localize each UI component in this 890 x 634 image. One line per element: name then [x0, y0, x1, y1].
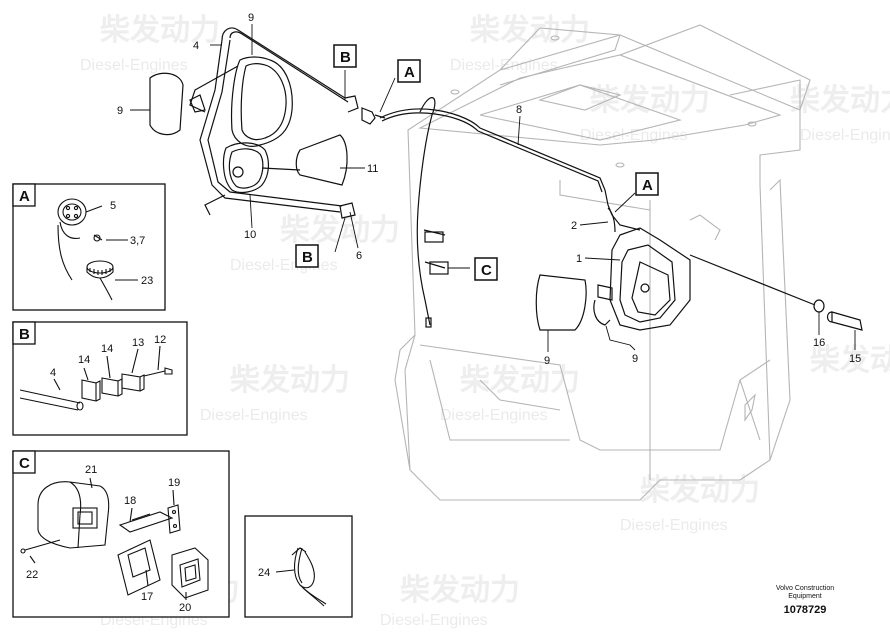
watermark-cn: 柴发动力	[230, 364, 350, 397]
leader-lines	[130, 24, 856, 352]
inset-c-drawing	[20, 477, 209, 600]
inset-b-label-14b: 14	[101, 343, 113, 355]
section-ref-a-top: A	[397, 59, 421, 83]
inset-a-label-5: 5	[110, 200, 116, 212]
callout-9-top: 9	[248, 12, 254, 24]
left-mirror-assembly	[149, 27, 359, 219]
wire-harness-8	[379, 97, 641, 328]
callout-2: 2	[571, 220, 577, 232]
inset-c-label-20: 20	[179, 602, 191, 614]
callout-11: 11	[367, 163, 378, 175]
watermark-10: 柴发动力 Diesel-Engines	[790, 84, 890, 144]
watermark-7: 柴发动力 Diesel-Engines	[620, 474, 760, 534]
watermark-cn: 柴发动力	[790, 84, 890, 117]
inset-a-letter: A	[19, 188, 30, 205]
callout-8: 8	[516, 104, 522, 116]
watermark-cn: 柴发动力	[280, 214, 400, 247]
inset-a-label-3-7: 3,7	[130, 235, 145, 247]
watermark-2: 柴发动力 Diesel-Engines	[80, 14, 220, 74]
watermark-1: 柴发动力 Diesel-Engines	[450, 14, 590, 74]
watermark-en: Diesel-Engines	[200, 407, 308, 424]
footer-company: Volvo Construction Equipment	[775, 585, 835, 600]
watermark-5: 柴发动力 Diesel-Engines	[440, 364, 580, 424]
inset-c: C 21 19 18 22 17	[12, 450, 230, 618]
watermark-cn: 柴发动力	[810, 344, 890, 377]
inset-b-letter: B	[19, 326, 30, 343]
inset-a-drawing	[57, 198, 138, 301]
callout-10: 10	[244, 229, 256, 241]
section-ref-b-low: B	[295, 244, 319, 268]
inset-b-drawing	[19, 345, 173, 411]
inset-c-label-22: 22	[26, 569, 38, 581]
watermark-en: Diesel-Engines	[620, 517, 728, 534]
watermark-11: 柴发动力	[810, 344, 890, 377]
inset-c-label-17: 17	[141, 591, 153, 603]
cab-outline	[394, 24, 811, 501]
inset-b-label-13: 13	[132, 337, 144, 349]
callout-6: 6	[356, 250, 362, 262]
callout-9-right: 9	[632, 353, 638, 365]
inset-b-label-14a: 14	[78, 354, 90, 366]
watermark-3: 柴发动力 Diesel-Engines	[580, 84, 710, 144]
watermark-cn: 柴发动力	[460, 364, 580, 397]
inset-b-label-12: 12	[154, 334, 166, 346]
inset-c-label-18: 18	[124, 495, 136, 507]
inset-d-label-24: 24	[258, 567, 270, 579]
inset-a: A 5 3,7 23	[12, 183, 166, 311]
callout-1: 1	[576, 253, 582, 265]
callout-9-left: 9	[117, 105, 123, 117]
watermark-en: Diesel-Engines	[800, 127, 890, 144]
callout-15: 15	[849, 353, 861, 365]
inset-b-label-4: 4	[50, 367, 56, 379]
connector-a-top	[361, 107, 386, 125]
footer-part-number: 1078729	[783, 604, 827, 616]
inset-d: 24	[244, 515, 353, 618]
watermark-en: Diesel-Engines	[580, 127, 688, 144]
callout-4: 4	[193, 40, 199, 52]
watermark-en: Diesel-Engines	[380, 612, 488, 629]
right-mirror-assembly	[535, 207, 863, 331]
inset-c-letter: C	[19, 455, 30, 472]
callout-9-mid: 9	[544, 355, 550, 367]
watermark-layer: 柴发动力 Diesel-Engines 柴发动力 Diesel-Engines …	[80, 14, 890, 629]
watermark-4: 柴发动力 Diesel-Engines	[230, 214, 400, 274]
callout-labels: 4 9 9 11 10 6 8 2 1 9 9 16 15	[117, 12, 861, 367]
svg-text:B: B	[340, 49, 351, 66]
svg-text:B: B	[302, 249, 313, 266]
inset-a-label-23: 23	[141, 275, 153, 287]
svg-text:A: A	[404, 64, 415, 81]
watermark-en: Diesel-Engines	[440, 407, 548, 424]
section-ref-c-mid: C	[474, 257, 498, 281]
inset-b: B 4 14 14 13 12	[12, 321, 188, 436]
watermark-9: 柴发动力 Diesel-Engines	[380, 574, 520, 629]
watermark-cn: 柴发动力	[400, 574, 520, 607]
svg-text:A: A	[642, 177, 653, 194]
cable-tie-drawing	[275, 547, 327, 607]
callout-16: 16	[813, 337, 825, 349]
watermark-en: Diesel-Engines	[230, 257, 338, 274]
watermark-cn: 柴发动力	[100, 14, 220, 47]
inset-c-label-19: 19	[168, 477, 180, 489]
section-ref-a-right: A	[635, 172, 659, 196]
watermark-6: 柴发动力 Diesel-Engines	[200, 364, 350, 424]
inset-c-label-21: 21	[85, 464, 97, 476]
watermark-cn: 柴发动力	[590, 84, 710, 117]
section-ref-b-top: B	[333, 44, 357, 68]
watermark-en: Diesel-Engines	[80, 57, 188, 74]
svg-text:C: C	[481, 262, 492, 279]
